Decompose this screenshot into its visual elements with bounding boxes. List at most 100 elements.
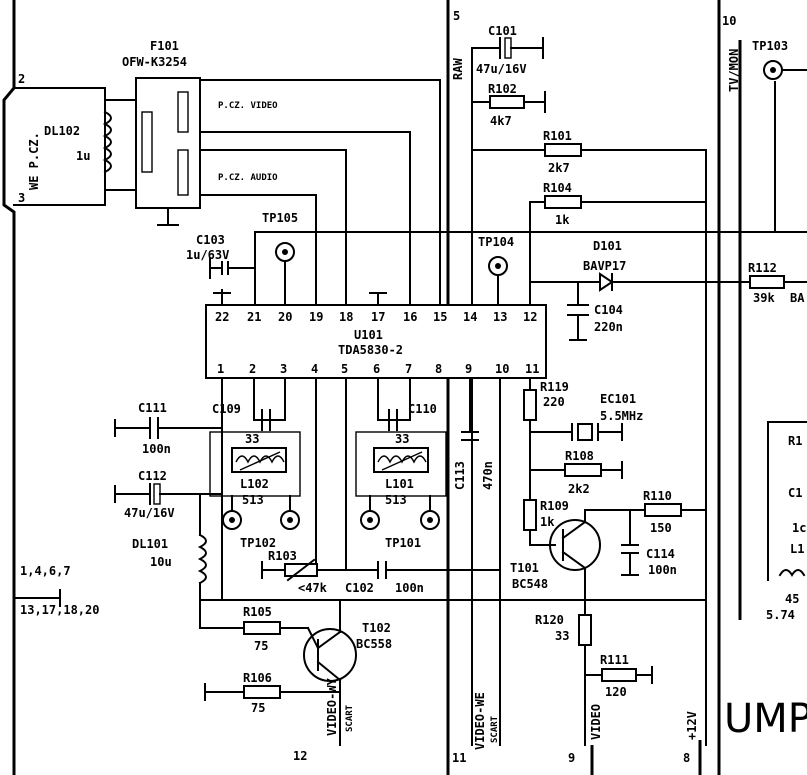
ground-bus: 1,4,6,7 13,17,18,20 <box>13 564 99 617</box>
r101-value: 2k7 <box>548 161 570 175</box>
dl102-value: 1u <box>76 149 90 163</box>
l101-value: 513 <box>385 493 407 507</box>
c101-value: 47u/16V <box>476 62 527 76</box>
capacitor-c111: C111 100n <box>114 401 223 456</box>
r102-ref: R102 <box>488 82 517 96</box>
capacitor-c101: C101 47u/16V <box>471 24 544 76</box>
resistor-r101: R101 2k7 <box>471 129 707 175</box>
crystal-ec101: EC101 5.5MHz <box>529 392 643 441</box>
u101-part: TDA5830-2 <box>338 343 403 357</box>
r104-value: 1k <box>555 213 570 227</box>
ic-pin-bottom-label: 6 <box>373 362 380 376</box>
c110-value: 33 <box>395 432 409 446</box>
title-fragment: UMP <box>724 696 807 742</box>
dl101-ref: DL101 <box>132 537 168 551</box>
saw-filter-f101: F101 OFW-K3254 P.CZ. VIDEO P.CZ. AUDIO <box>104 39 441 306</box>
r120-ref: R120 <box>535 613 564 627</box>
dl101-value: 10u <box>150 555 172 569</box>
c102-ref: C102 <box>345 581 374 595</box>
tp105-ref: TP105 <box>262 211 298 225</box>
ic-pin-bottom-label: 5 <box>341 362 348 376</box>
u101-ref: U101 <box>354 328 383 342</box>
dl102-ref: DL102 <box>44 124 80 138</box>
r110-ref: R110 <box>643 489 672 503</box>
r112-ref: R112 <box>748 261 777 275</box>
diode-d101: D101 BAVP17 <box>529 239 751 292</box>
t101-value: BC548 <box>512 577 548 591</box>
c104-value: 220n <box>594 320 623 334</box>
capacitor-c114: C114 100n <box>621 509 677 577</box>
ic-pin-top-label: 19 <box>309 310 323 324</box>
cropped-l1: L1 <box>790 542 804 556</box>
net-tvmon-label: TV/MON <box>727 49 741 92</box>
ec101-ref: EC101 <box>600 392 636 406</box>
transistor-t101: T101 BC548 <box>510 509 631 601</box>
d101-value: BAVP17 <box>583 259 626 273</box>
r108-ref: R108 <box>565 449 594 463</box>
testpoint-tp104: TP104 <box>478 235 514 306</box>
ic-pin-top-label: 22 <box>215 310 229 324</box>
net-raw-label: RAW <box>451 58 465 80</box>
ic-pin-top-label: 14 <box>463 310 477 324</box>
ic-pin-bottom-label: 1 <box>217 362 224 376</box>
capacitor-c112: C112 47u/16V <box>114 469 223 520</box>
ic-pin-top-label: 21 <box>247 310 261 324</box>
c109-value: 33 <box>245 432 259 446</box>
c103-ref: C103 <box>196 233 225 247</box>
ic-pin-bottom-label: 4 <box>311 362 318 376</box>
pin-5-label: 5 <box>453 9 460 23</box>
r119-ref: R119 <box>540 380 569 394</box>
r103-value: <47k <box>298 581 328 595</box>
t102-ref: T102 <box>362 621 391 635</box>
ic-pin-bottom-label: 3 <box>280 362 287 376</box>
filter-out-video: P.CZ. VIDEO <box>218 101 278 111</box>
f101-part: OFW-K3254 <box>122 55 187 69</box>
c101-ref: C101 <box>488 24 517 38</box>
ic-pin-bottom-label: 2 <box>249 362 256 376</box>
tp103-ref: TP103 <box>752 39 788 53</box>
tank-l102: C109 33 L102 513 TP102 <box>209 402 301 550</box>
ic-pin-top-label: 20 <box>278 310 292 324</box>
r119-value: 220 <box>543 395 565 409</box>
r111-value: 120 <box>605 685 627 699</box>
pin-8-label: 8 <box>683 751 690 765</box>
pin-3-label: 3 <box>18 191 25 205</box>
pin-2-label: 2 <box>18 72 25 86</box>
c104-ref: C104 <box>594 303 623 317</box>
ec101-value: 5.5MHz <box>600 409 643 423</box>
l101-ref: L101 <box>385 477 414 491</box>
resistor-r111: R111 120 <box>584 653 653 699</box>
net-video-label: VIDEO <box>589 704 603 740</box>
r106-value: 75 <box>251 701 265 715</box>
cropped-45: 45 <box>785 592 799 606</box>
board-frame <box>2 0 742 775</box>
tp101-ref: TP101 <box>385 536 421 550</box>
cropped-1c: 1c <box>792 521 806 535</box>
resistor-r109: R109 1k <box>523 499 569 546</box>
resistor-r104: R104 1k <box>529 181 707 351</box>
c113-value: 470n <box>481 461 495 490</box>
l102-value: 513 <box>242 493 264 507</box>
ic-pin-bottom-label: 8 <box>435 362 442 376</box>
t102-value: BC558 <box>356 637 392 651</box>
r120-value: 33 <box>555 629 569 643</box>
r102-value: 4k7 <box>490 114 512 128</box>
r112-extra: BA <box>790 291 805 305</box>
tp104-ref: TP104 <box>478 235 514 249</box>
cropped-574: 5.74 <box>766 608 795 622</box>
ic-pin-top-label: 12 <box>523 310 537 324</box>
ground-pins-1: 1,4,6,7 <box>20 564 71 578</box>
r110-value: 150 <box>650 521 672 535</box>
connector-label-we-pcz: WE P.CZ. <box>27 132 41 190</box>
t101-ref: T101 <box>510 561 539 575</box>
potentiometer-r103: R103 <47k <box>261 549 379 595</box>
pin-11-label: 11 <box>452 751 466 765</box>
r103-ref: R103 <box>268 549 297 563</box>
tank-l101: C110 33 L101 513 TP101 <box>355 402 447 550</box>
pin-10-label: 10 <box>722 14 736 28</box>
r106-ref: R106 <box>243 671 272 685</box>
ic-pin-top-label: 15 <box>433 310 447 324</box>
